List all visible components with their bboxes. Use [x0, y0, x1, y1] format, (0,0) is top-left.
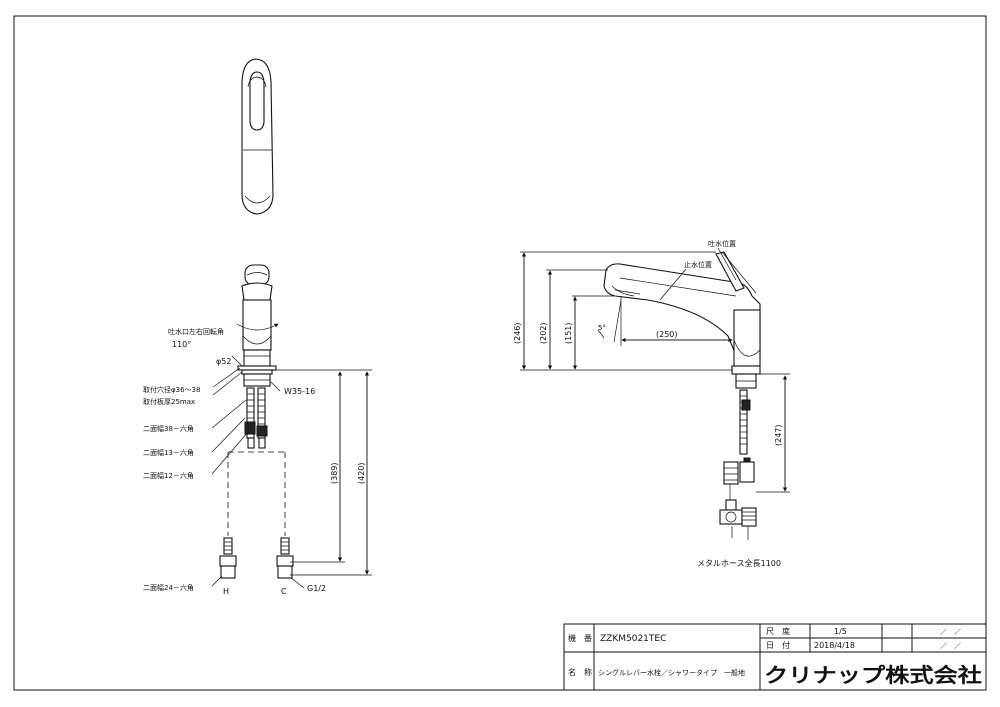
- thread-label: G1/2: [307, 584, 326, 593]
- width-13-label: 二面幅13－六角: [143, 448, 194, 457]
- name-value: シングルレバー水栓／シャワータイプ 一般地: [598, 668, 745, 677]
- dim-246: (246): [513, 322, 522, 344]
- rotation-label: 吐水口左右回転角: [168, 327, 224, 336]
- hot-label: H: [223, 587, 229, 596]
- date-label: 日 付: [766, 640, 790, 650]
- mount-hole-label: 取付穴径φ36～38: [143, 385, 200, 394]
- cold-fitting: [276, 537, 294, 579]
- dim-420: (420): [357, 462, 366, 484]
- nut-label: W35-16: [284, 387, 315, 396]
- scale-label: 尺 度: [766, 626, 790, 636]
- company-name: クリナップ株式会社: [764, 663, 982, 687]
- dim-247: (247): [774, 424, 783, 446]
- revision-2: ／ ／: [940, 642, 961, 650]
- angle-label: 5°: [598, 324, 606, 332]
- dim-250: (250): [656, 330, 678, 339]
- front-hoses: [244, 387, 268, 449]
- title-block: 機 番 ZZKM5021TEC 尺 度 1/5 日 付 2018/4/18 ／ …: [563, 623, 987, 691]
- mount-plate-label: 取付板厚25max: [143, 397, 195, 406]
- model-label: 機 番: [568, 633, 592, 643]
- width-24-label: 二面幅24－六角: [143, 583, 194, 592]
- front-view: 吐水口左右回転角 110° φ52 取付穴径φ36～38 取付板厚25max W…: [143, 264, 372, 596]
- cold-label: C: [281, 587, 287, 596]
- width-12-label: 二面幅12－六角: [143, 471, 194, 480]
- hot-fitting: [219, 537, 237, 579]
- width-38-label: 二面幅38－六角: [143, 424, 194, 433]
- water-out-label: 吐水位置: [708, 239, 736, 248]
- top-view: [241, 58, 274, 215]
- side-view: 吐水位置 止水位置 5° (250) (246) (202) (151) (24…: [513, 239, 790, 568]
- hose-length-label: メタルホース全長1100: [697, 558, 781, 568]
- revision-1: ／ ／: [940, 628, 961, 636]
- body-diameter: φ52: [216, 357, 231, 366]
- water-stop-label: 止水位置: [684, 260, 712, 269]
- scale-value: 1/5: [834, 627, 847, 636]
- dim-151: (151): [564, 322, 573, 344]
- name-label: 名 称: [568, 667, 592, 677]
- dim-202: (202): [539, 322, 548, 344]
- drawing-frame: [13, 15, 987, 691]
- rotation-value: 110°: [172, 340, 191, 349]
- model-value: ZZKM5021TEC: [600, 634, 666, 644]
- dim-389: (389): [330, 462, 339, 484]
- date-value: 2018/4/18: [814, 641, 855, 650]
